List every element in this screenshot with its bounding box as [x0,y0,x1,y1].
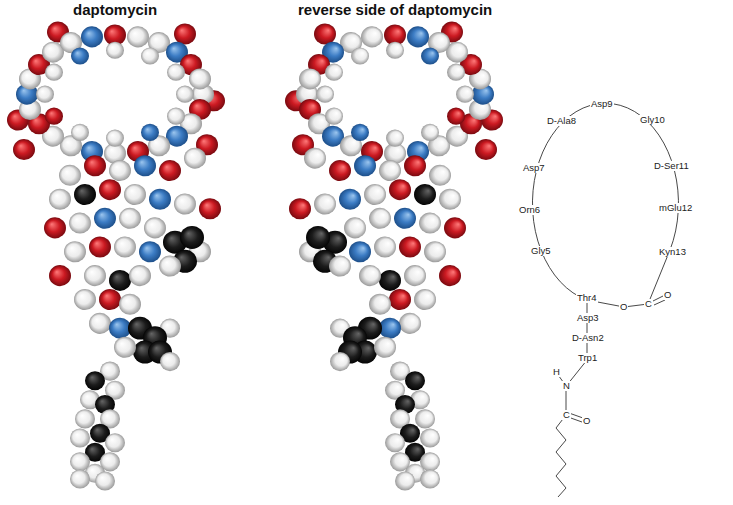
residue-label: mGlu12 [658,203,693,213]
atom-label: C [562,410,571,420]
reverse-model [285,22,503,491]
residue-label: Thr4 [576,293,598,303]
atom-label: C [644,299,653,309]
residue-label: D-Asn2 [571,333,605,343]
residue-label: D-Ala8 [546,116,577,126]
residue-label: Asp7 [522,163,546,173]
figure-heading: reverse side of daptomycin [298,2,492,19]
residue-label: Asp9 [590,99,614,109]
atom-label: H [552,367,561,377]
atom-label: O [619,302,628,312]
residue-label: Orn6 [518,205,541,215]
residue-label: Kyn13 [658,247,687,257]
atom-label: O [663,290,672,300]
figure-heading: daptomycin [73,2,157,19]
residue-label: Gly5 [530,246,552,256]
residue-label: Trp1 [577,353,598,363]
atom-label: O [582,416,591,426]
residue-label: Gly10 [639,115,666,125]
atom-label: N [562,381,571,391]
residue-label: D-Ser11 [653,161,690,171]
space-filling-model [7,22,225,491]
residue-label: Asp3 [576,313,600,323]
